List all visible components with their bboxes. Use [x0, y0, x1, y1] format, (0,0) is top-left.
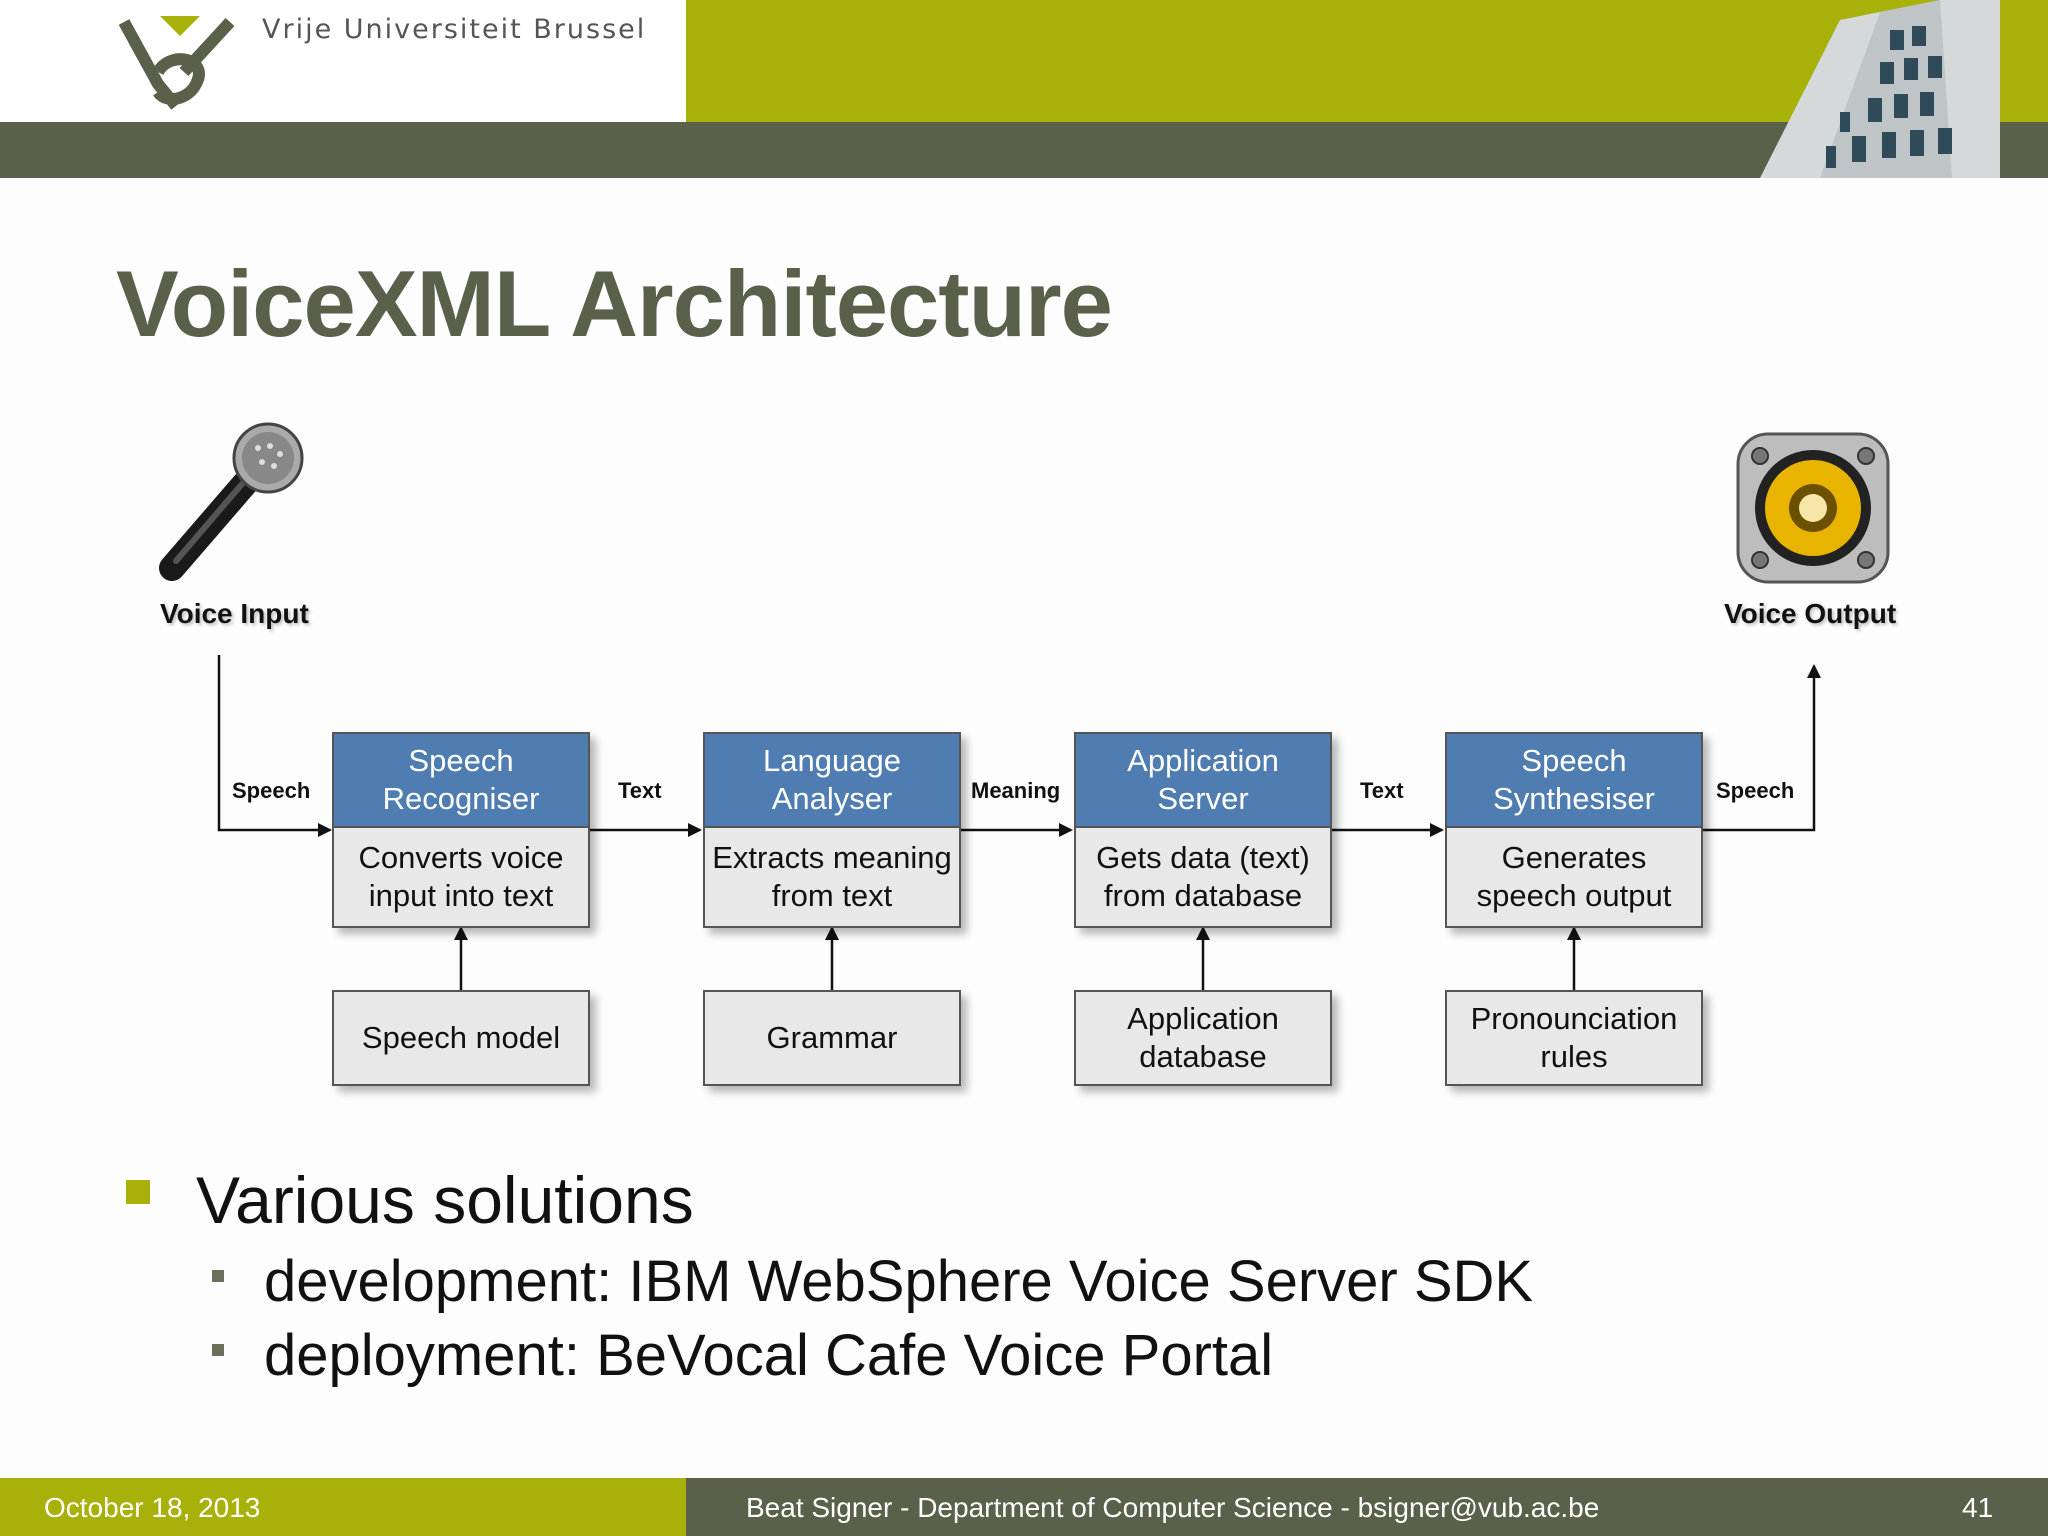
bullet-square-icon [126, 1180, 150, 1204]
flow-label-text-1: Text [618, 778, 662, 803]
grammar-box: Grammar [703, 990, 961, 1086]
title-line: Language [763, 743, 901, 778]
voice-output-label: Voice Output [1724, 598, 1897, 629]
bullet-square-icon [212, 1344, 224, 1356]
header-band [0, 122, 2048, 178]
building-photo [1760, 0, 2000, 178]
title-line: Application [1127, 743, 1279, 778]
title-line: Synthesiser [1493, 781, 1655, 816]
desc-line: from text [771, 878, 893, 913]
flow-label-speech-out: Speech [1716, 778, 1795, 803]
speaker-icon [1736, 432, 1890, 584]
resource-line: database [1139, 1039, 1267, 1074]
resource-line: Grammar [766, 1020, 898, 1055]
resource-line: Application [1127, 1001, 1279, 1036]
title-line: Analyser [771, 781, 893, 816]
title-line: Speech [408, 743, 514, 778]
flow-label-meaning: Meaning [971, 778, 1061, 803]
desc-line: Gets data (text) [1096, 840, 1310, 875]
title-line: Speech [1521, 743, 1627, 778]
title-line: Server [1157, 781, 1249, 816]
desc-line: speech output [1476, 878, 1672, 913]
architecture-diagram: Voice Input Voice Output Speech Text Mea… [0, 400, 2048, 1120]
footer-right-band [686, 1478, 2048, 1536]
resource-line: rules [1540, 1039, 1608, 1074]
slide-title: VoiceXML Architecture [116, 251, 1113, 356]
component-description: Gets data (text)from database [1076, 828, 1330, 926]
speech-model-box: Speech model [332, 990, 590, 1086]
desc-line: Generates [1501, 840, 1647, 875]
desc-line: input into text [368, 878, 554, 913]
flow-label-speech-in: Speech [232, 778, 311, 803]
footer-author: Beat Signer - Department of Computer Sci… [746, 1492, 1600, 1523]
resource-line: Speech model [361, 1020, 561, 1055]
flow-label-text-2: Text [1360, 778, 1404, 803]
university-name: Vrije Universiteit Brussel [262, 14, 647, 45]
title-line: Recogniser [382, 781, 540, 816]
resource-line: Pronounciation [1470, 1001, 1678, 1036]
voice-input-label: Voice Input [160, 598, 309, 629]
microphone-icon [159, 422, 304, 581]
bullet-main-text: Various solutions [196, 1163, 694, 1237]
diagram-connectors [217, 655, 1821, 990]
footer-date: October 18, 2013 [44, 1492, 261, 1523]
header-logo-area [0, 0, 686, 122]
desc-line: Converts voice [358, 840, 564, 875]
bullet-square-icon [212, 1270, 224, 1282]
vub-logo [118, 16, 235, 110]
footer-left-band [0, 1478, 686, 1536]
bullet-sub-text: deployment: BeVocal Cafe Voice Portal [264, 1323, 1274, 1388]
page-number: 41 [1962, 1492, 1994, 1523]
desc-line: Extracts meaning [712, 840, 952, 875]
bullet-sub-text: development: IBM WebSphere Voice Server … [264, 1249, 1534, 1314]
desc-line: from database [1103, 878, 1303, 913]
